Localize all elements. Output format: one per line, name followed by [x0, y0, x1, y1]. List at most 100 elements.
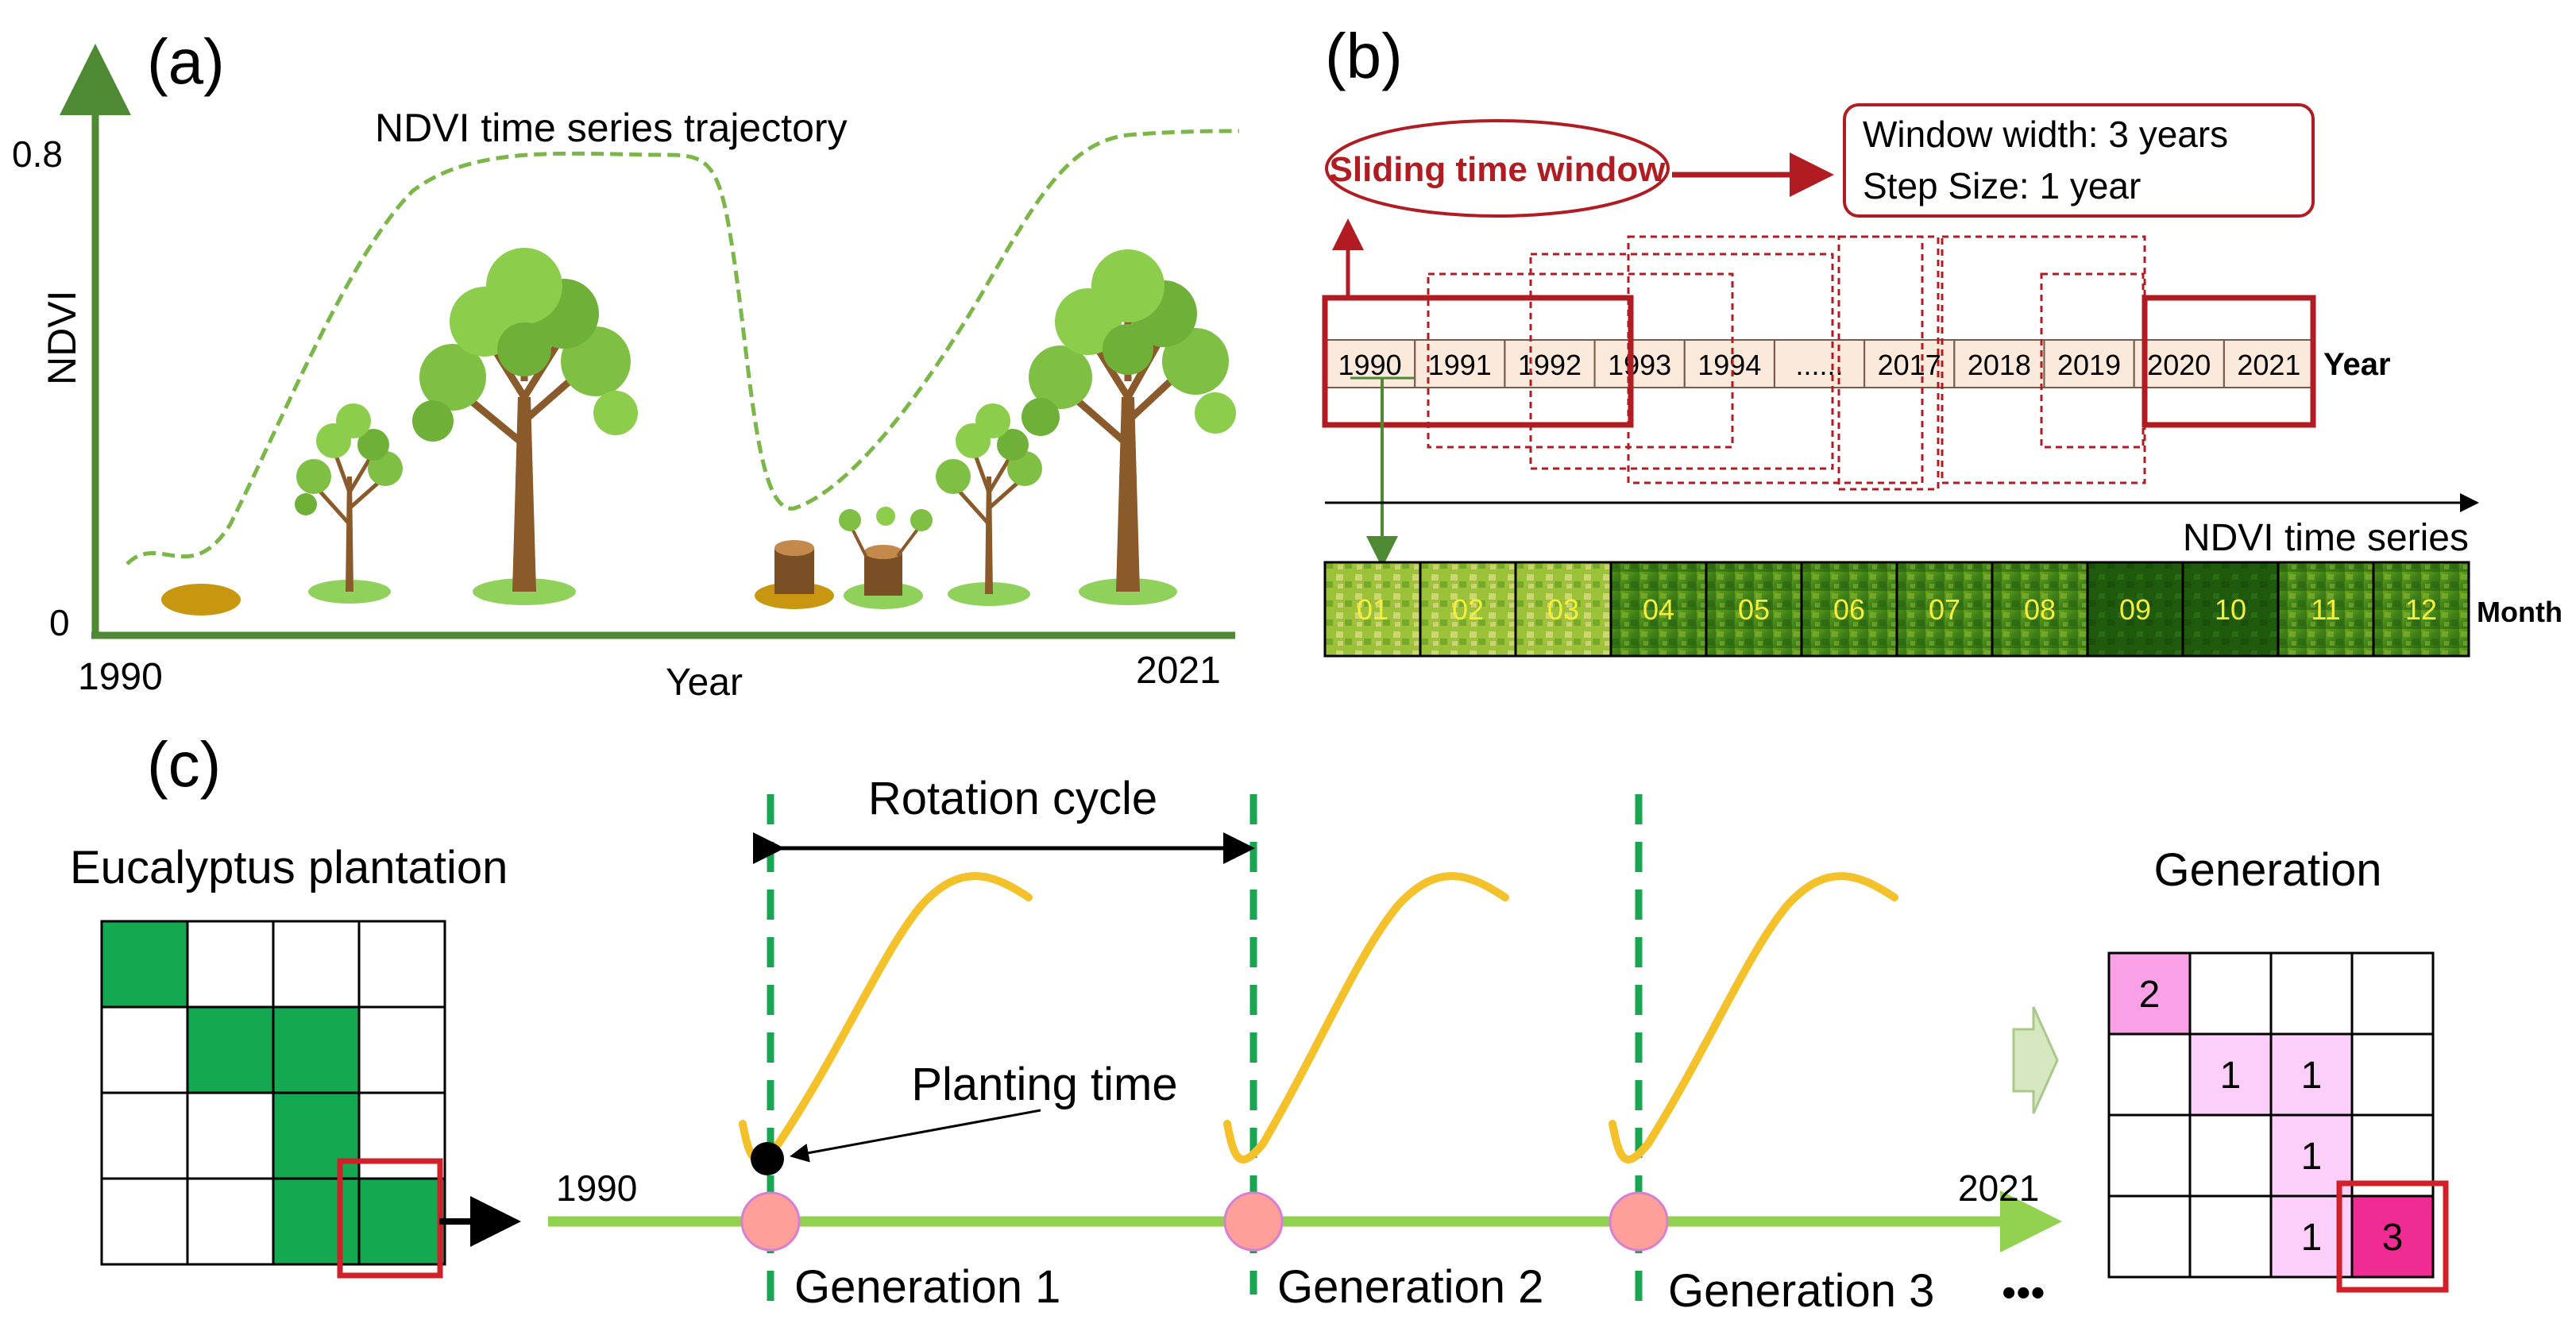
plantation-cell-forest [272, 1005, 361, 1094]
year-label: 1991 [1428, 349, 1492, 381]
month-tile: 10 [2181, 561, 2280, 658]
year-label: 2018 [1968, 349, 2031, 381]
panel-b-label: (b) [1325, 21, 1403, 91]
young-tree-icon-2 [936, 403, 1042, 606]
timeline-end: 2021 [1958, 1167, 2039, 1209]
generation-cell [2188, 1194, 2273, 1279]
year-row-label: Year [2323, 347, 2391, 382]
generation-cell: 3 [2350, 1194, 2435, 1279]
generation-count: 3 [2382, 1217, 2404, 1259]
generation-cell [2107, 1032, 2192, 1117]
month-row-label: Month [2477, 596, 2562, 628]
generation-cell: 1 [2269, 1032, 2354, 1117]
seed-patch [161, 584, 241, 615]
month-label: 10 [2215, 593, 2246, 626]
plantation-grid [100, 920, 446, 1266]
month-label: 12 [2405, 593, 2437, 626]
planting-time-pointer [790, 1109, 1041, 1163]
generation-grid-title: Generation [2154, 844, 2382, 896]
y-axis-label: NDVI [40, 291, 84, 385]
year-label: 1992 [1518, 349, 1582, 381]
year-label: 2020 [2147, 349, 2211, 381]
mature-tree-icon-2 [1022, 249, 1236, 605]
step-size-text: Step Size: 1 year [1863, 165, 2141, 206]
panel-c-label: (c) [147, 729, 221, 800]
sprouting-stump-icon [839, 507, 933, 609]
generation-count: 1 [2301, 1217, 2323, 1259]
sliding-window-oval [1325, 119, 1670, 218]
generation-count: 1 [2301, 1055, 2323, 1097]
generation-cell: 1 [2188, 1032, 2273, 1117]
sliding-window-label: Sliding time window [1330, 150, 1666, 189]
generation-markers [740, 1191, 1669, 1252]
plantation-cell-empty [186, 920, 275, 1009]
generation-cell [2350, 1032, 2435, 1117]
panel-c: (c) Eucalyptus plantation 1990 2021 Rota… [70, 729, 2449, 1318]
generation-cell [2107, 1113, 2192, 1198]
timeline-start: 1990 [556, 1167, 637, 1209]
month-tile: 05 [1705, 561, 1803, 658]
year-label: 2019 [2057, 349, 2121, 381]
generation-cell [2107, 1194, 2192, 1279]
year-label: 1993 [1608, 349, 1671, 381]
month-tile: 11 [2277, 561, 2375, 658]
month-label: 06 [1833, 593, 1865, 626]
window-width-text: Window width: 3 years [1863, 114, 2228, 155]
stump-icon [755, 540, 834, 609]
rotation-cycle-label: Rotation cycle [868, 773, 1157, 824]
x-end-label: 2021 [1136, 650, 1221, 692]
generation-highlight [2336, 1180, 2449, 1293]
window-last [2142, 295, 2316, 428]
month-tile: 01 [1323, 561, 1422, 658]
mature-tree-icon [412, 248, 638, 605]
generation-2-label: Generation 2 [1277, 1261, 1543, 1313]
year-cell: 2017 [1863, 339, 1956, 388]
month-label: 07 [1929, 593, 1960, 626]
panel-b: (b) Sliding time window Window width: 3 … [1322, 21, 2562, 658]
month-label: 11 [2311, 593, 2340, 626]
ndvi-trajectory [126, 129, 1240, 565]
y-tick-top: 0.8 [12, 133, 63, 175]
year-cell: 1993 [1593, 339, 1686, 388]
year-cell: 1990 [1324, 339, 1416, 388]
rotation-lines [767, 794, 1643, 1318]
plantation-cell-empty [100, 1177, 189, 1266]
young-tree-icon [295, 403, 403, 604]
growth-curves [739, 872, 1898, 1163]
plantation-cell-empty [357, 920, 446, 1009]
plantation-cell-forest [100, 920, 189, 1009]
month-label: 05 [1738, 593, 1770, 626]
planting-time-label: Planting time [911, 1059, 1177, 1110]
plantation-cell-forest [186, 1005, 275, 1094]
month-tile: 12 [2372, 561, 2470, 658]
month-tile: 09 [2086, 561, 2184, 658]
plantation-cell-forest [272, 1091, 361, 1180]
x-axis-label: Year [666, 662, 743, 704]
year-band [1324, 339, 2315, 388]
generation-3-label: Generation 3 [1668, 1265, 1934, 1317]
plantation-cell-empty [100, 1091, 189, 1180]
year-label: 2017 [1878, 349, 1941, 381]
generation-count: 1 [2220, 1055, 2242, 1097]
month-tile: 07 [1895, 561, 1994, 658]
month-tile: 04 [1609, 561, 1708, 658]
generation-cell [2269, 951, 2354, 1036]
month-label: 04 [1643, 593, 1674, 626]
month-label: 03 [1547, 593, 1579, 626]
plantation-cell-empty [100, 1005, 189, 1094]
year-cell: 1994 [1683, 339, 1775, 388]
month-tile: 02 [1419, 561, 1517, 658]
plantation-cell-empty [186, 1091, 275, 1180]
plantation-cell-forest [272, 1177, 361, 1266]
generation-cell: 2 [2107, 951, 2192, 1036]
generation-1-label: Generation 1 [794, 1261, 1060, 1313]
planting-time-dot [751, 1142, 784, 1175]
year-cell: 2018 [1953, 339, 2045, 388]
year-label: 1994 [1697, 349, 1761, 381]
generation-cell [2188, 951, 2273, 1036]
generation-count: 2 [2139, 974, 2161, 1016]
result-arrow-icon [2012, 1006, 2059, 1114]
month-label: 08 [2024, 593, 2056, 626]
